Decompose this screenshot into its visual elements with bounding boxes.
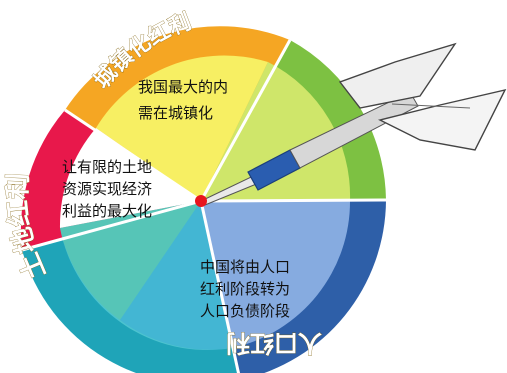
sector-text-land: 让有限的土地 资源实现经济 利益的最大化 — [62, 158, 152, 220]
sector-lightblue-population — [201, 200, 351, 348]
population-line1: 中国将由人口 — [200, 258, 290, 276]
dart-icon — [200, 42, 507, 206]
land-line3: 利益的最大化 — [62, 202, 152, 220]
sector-yellow-urbanization — [96, 55, 268, 202]
sector-text-urbanization: 我国最大的内 需在城镇化 — [138, 78, 228, 122]
urbanization-line1: 我国最大的内 — [138, 78, 228, 96]
band-label-population: 人口红利 — [226, 329, 322, 357]
urbanization-line2: 需在城镇化 — [138, 104, 213, 122]
land-line2: 资源实现经济 — [62, 180, 152, 198]
sector-lightgreen-right — [201, 62, 351, 201]
land-line1: 让有限的土地 — [62, 158, 152, 176]
center-dot-icon — [195, 195, 207, 207]
population-line3: 人口负债阶段 — [200, 302, 290, 320]
sector-dividers — [21, 39, 387, 373]
population-line2: 红利阶段转为 — [200, 280, 290, 298]
sector-text-population: 中国将由人口 红利阶段转为 人口负债阶段 — [200, 258, 290, 320]
sector-white-land — [59, 128, 202, 228]
